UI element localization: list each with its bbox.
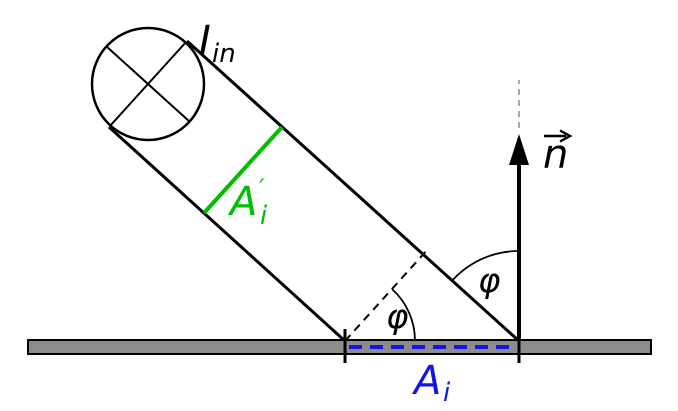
cross-section-label-subscript: i — [260, 201, 268, 231]
light-source-cross-line-2 — [109, 41, 187, 127]
beam-cross-section-line — [202, 125, 284, 215]
angle-arc-normal — [451, 250, 520, 282]
cross-section-label-prime: ′ — [259, 174, 265, 202]
cross-section-label-symbol: A — [227, 179, 257, 225]
angle-arc-surface — [391, 288, 416, 342]
area-label-subscript: i — [443, 378, 451, 408]
normal-label-vector-arrow-head — [559, 129, 573, 143]
cross-section-projection-dashed-line — [344, 247, 430, 342]
beam-lower-edge — [107, 125, 347, 343]
intensity-label-symbol: I — [199, 18, 211, 64]
beam-upper-edge — [185, 39, 521, 343]
normal-vector-arrowhead — [509, 134, 529, 165]
angle-normal-label: φ — [478, 261, 501, 301]
angle-surface-label: φ — [386, 297, 409, 337]
area-label-symbol: A — [411, 358, 441, 404]
surface-bar — [27, 339, 652, 355]
intensity-label-subscript: in — [212, 39, 236, 69]
